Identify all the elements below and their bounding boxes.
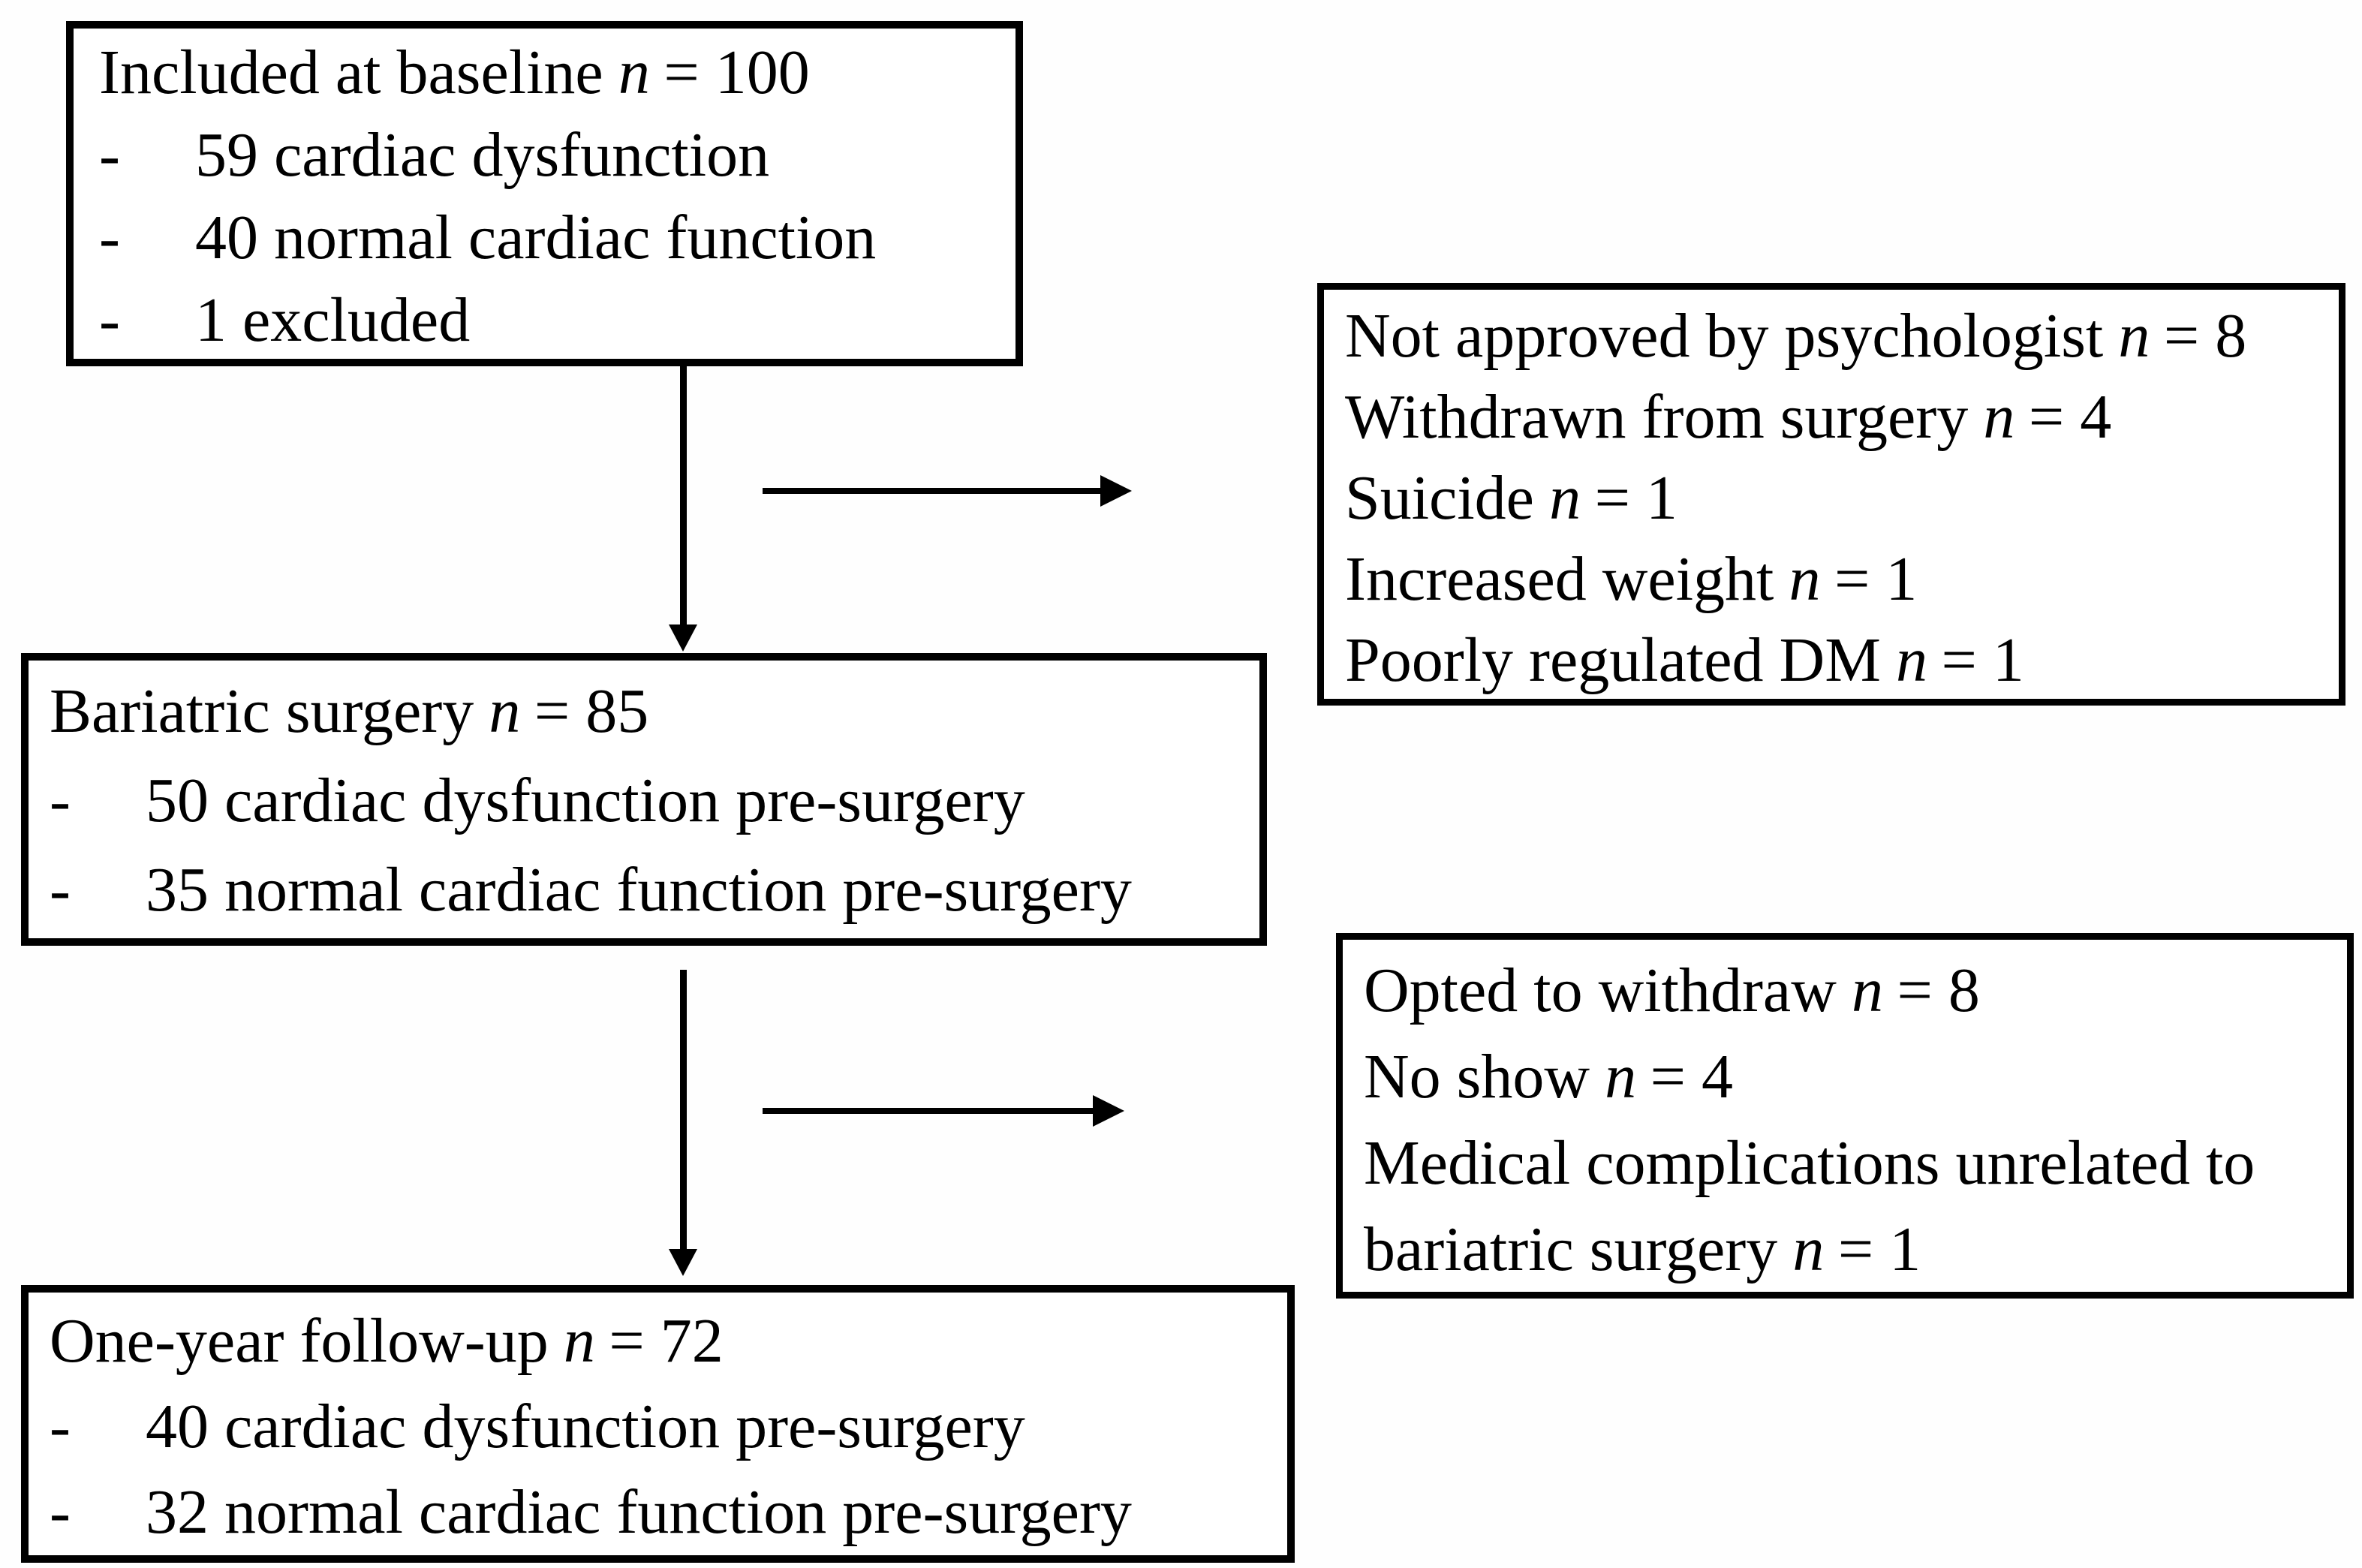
n-symbol: n bbox=[1549, 463, 1581, 533]
n-symbol: n bbox=[489, 676, 521, 746]
down-arrow-head-icon bbox=[669, 1249, 697, 1276]
line-text: Withdrawn from surgery bbox=[1345, 382, 1969, 452]
n-value: = 1 bbox=[1594, 463, 1677, 533]
n-symbol: n bbox=[618, 38, 650, 107]
right-arrow-head-icon bbox=[1093, 1095, 1124, 1127]
bullet-dash: - bbox=[99, 120, 120, 190]
list-item-text: 40 normal cardiac function bbox=[195, 203, 877, 272]
n-value: = 1 bbox=[1941, 625, 2024, 695]
down-arrow-line-baseline-to-surgery bbox=[680, 366, 687, 626]
exclusion-line: Medical complications unrelated to baria… bbox=[1364, 1120, 2332, 1293]
line-text: Suicide bbox=[1345, 463, 1534, 533]
bullet-dash: - bbox=[50, 1477, 71, 1547]
n-value: = 1 bbox=[1834, 544, 1918, 614]
list-item-text: 50 cardiac dysfunction pre-surgery bbox=[146, 766, 1025, 835]
n-value: = 8 bbox=[1897, 956, 1980, 1025]
bullet-dash: - bbox=[50, 855, 71, 925]
n-symbol: n bbox=[2118, 301, 2150, 371]
list-item: - 40 normal cardiac function bbox=[99, 197, 1000, 279]
right-arrow-head-icon bbox=[1100, 475, 1132, 507]
n-value: = 8 bbox=[2163, 301, 2247, 371]
line-text: Not approved by psychologist bbox=[1345, 301, 2104, 371]
bullet-dash: - bbox=[50, 766, 71, 835]
n-symbol: n bbox=[1789, 544, 1821, 614]
n-value: = 4 bbox=[2028, 382, 2112, 452]
list-item: - 1 excluded bbox=[99, 279, 1000, 362]
list-item-text: 32 normal cardiac function pre-surgery bbox=[146, 1477, 1132, 1547]
down-arrow-head-icon bbox=[669, 624, 697, 652]
list-item-text: 40 cardiac dysfunction pre-surgery bbox=[146, 1392, 1025, 1461]
n-symbol: n bbox=[1852, 956, 1884, 1025]
down-arrow-line-surgery-to-followup bbox=[680, 970, 687, 1250]
line-text: Opted to withdraw bbox=[1364, 956, 1837, 1025]
n-value: = 100 bbox=[663, 38, 810, 107]
line-text: No show bbox=[1364, 1042, 1590, 1112]
n-value: = 85 bbox=[534, 676, 649, 746]
n-value: = 72 bbox=[609, 1306, 724, 1376]
n-symbol: n bbox=[1896, 625, 1928, 695]
title-text: One-year follow-up bbox=[50, 1306, 549, 1376]
title-text: Bariatric surgery bbox=[50, 676, 474, 746]
right-arrow-line-to-followup-exclusions bbox=[763, 1108, 1094, 1114]
list-item: - 40 cardiac dysfunction pre-surgery bbox=[50, 1384, 1272, 1470]
n-value: = 4 bbox=[1650, 1042, 1734, 1112]
right-arrow-line-to-pre-surgery-exclusions bbox=[763, 488, 1102, 494]
bullet-dash: - bbox=[99, 285, 120, 355]
n-value: = 1 bbox=[1837, 1214, 1921, 1284]
list-item: - 50 cardiac dysfunction pre-surgery bbox=[50, 756, 1244, 845]
list-item: - 59 cardiac dysfunction bbox=[99, 114, 1000, 197]
n-symbol: n bbox=[1792, 1214, 1825, 1284]
line-text: Increased weight bbox=[1345, 544, 1774, 614]
line-text: Poorly regulated DM bbox=[1345, 625, 1881, 695]
line-text: Medical complications unrelated to baria… bbox=[1364, 1128, 2255, 1284]
n-symbol: n bbox=[1605, 1042, 1637, 1112]
n-symbol: n bbox=[563, 1306, 595, 1376]
list-item: - 32 normal cardiac function pre-surgery bbox=[50, 1470, 1272, 1555]
list-item-text: 1 excluded bbox=[195, 285, 471, 355]
title-text: Included at baseline bbox=[99, 38, 603, 107]
list-item-text: 59 cardiac dysfunction bbox=[195, 120, 770, 190]
bullet-dash: - bbox=[50, 1392, 71, 1461]
list-item: - 35 normal cardiac function pre-surgery bbox=[50, 845, 1244, 934]
list-item-text: 35 normal cardiac function pre-surgery bbox=[146, 855, 1132, 925]
bullet-dash: - bbox=[99, 203, 120, 272]
n-symbol: n bbox=[1983, 382, 2015, 452]
